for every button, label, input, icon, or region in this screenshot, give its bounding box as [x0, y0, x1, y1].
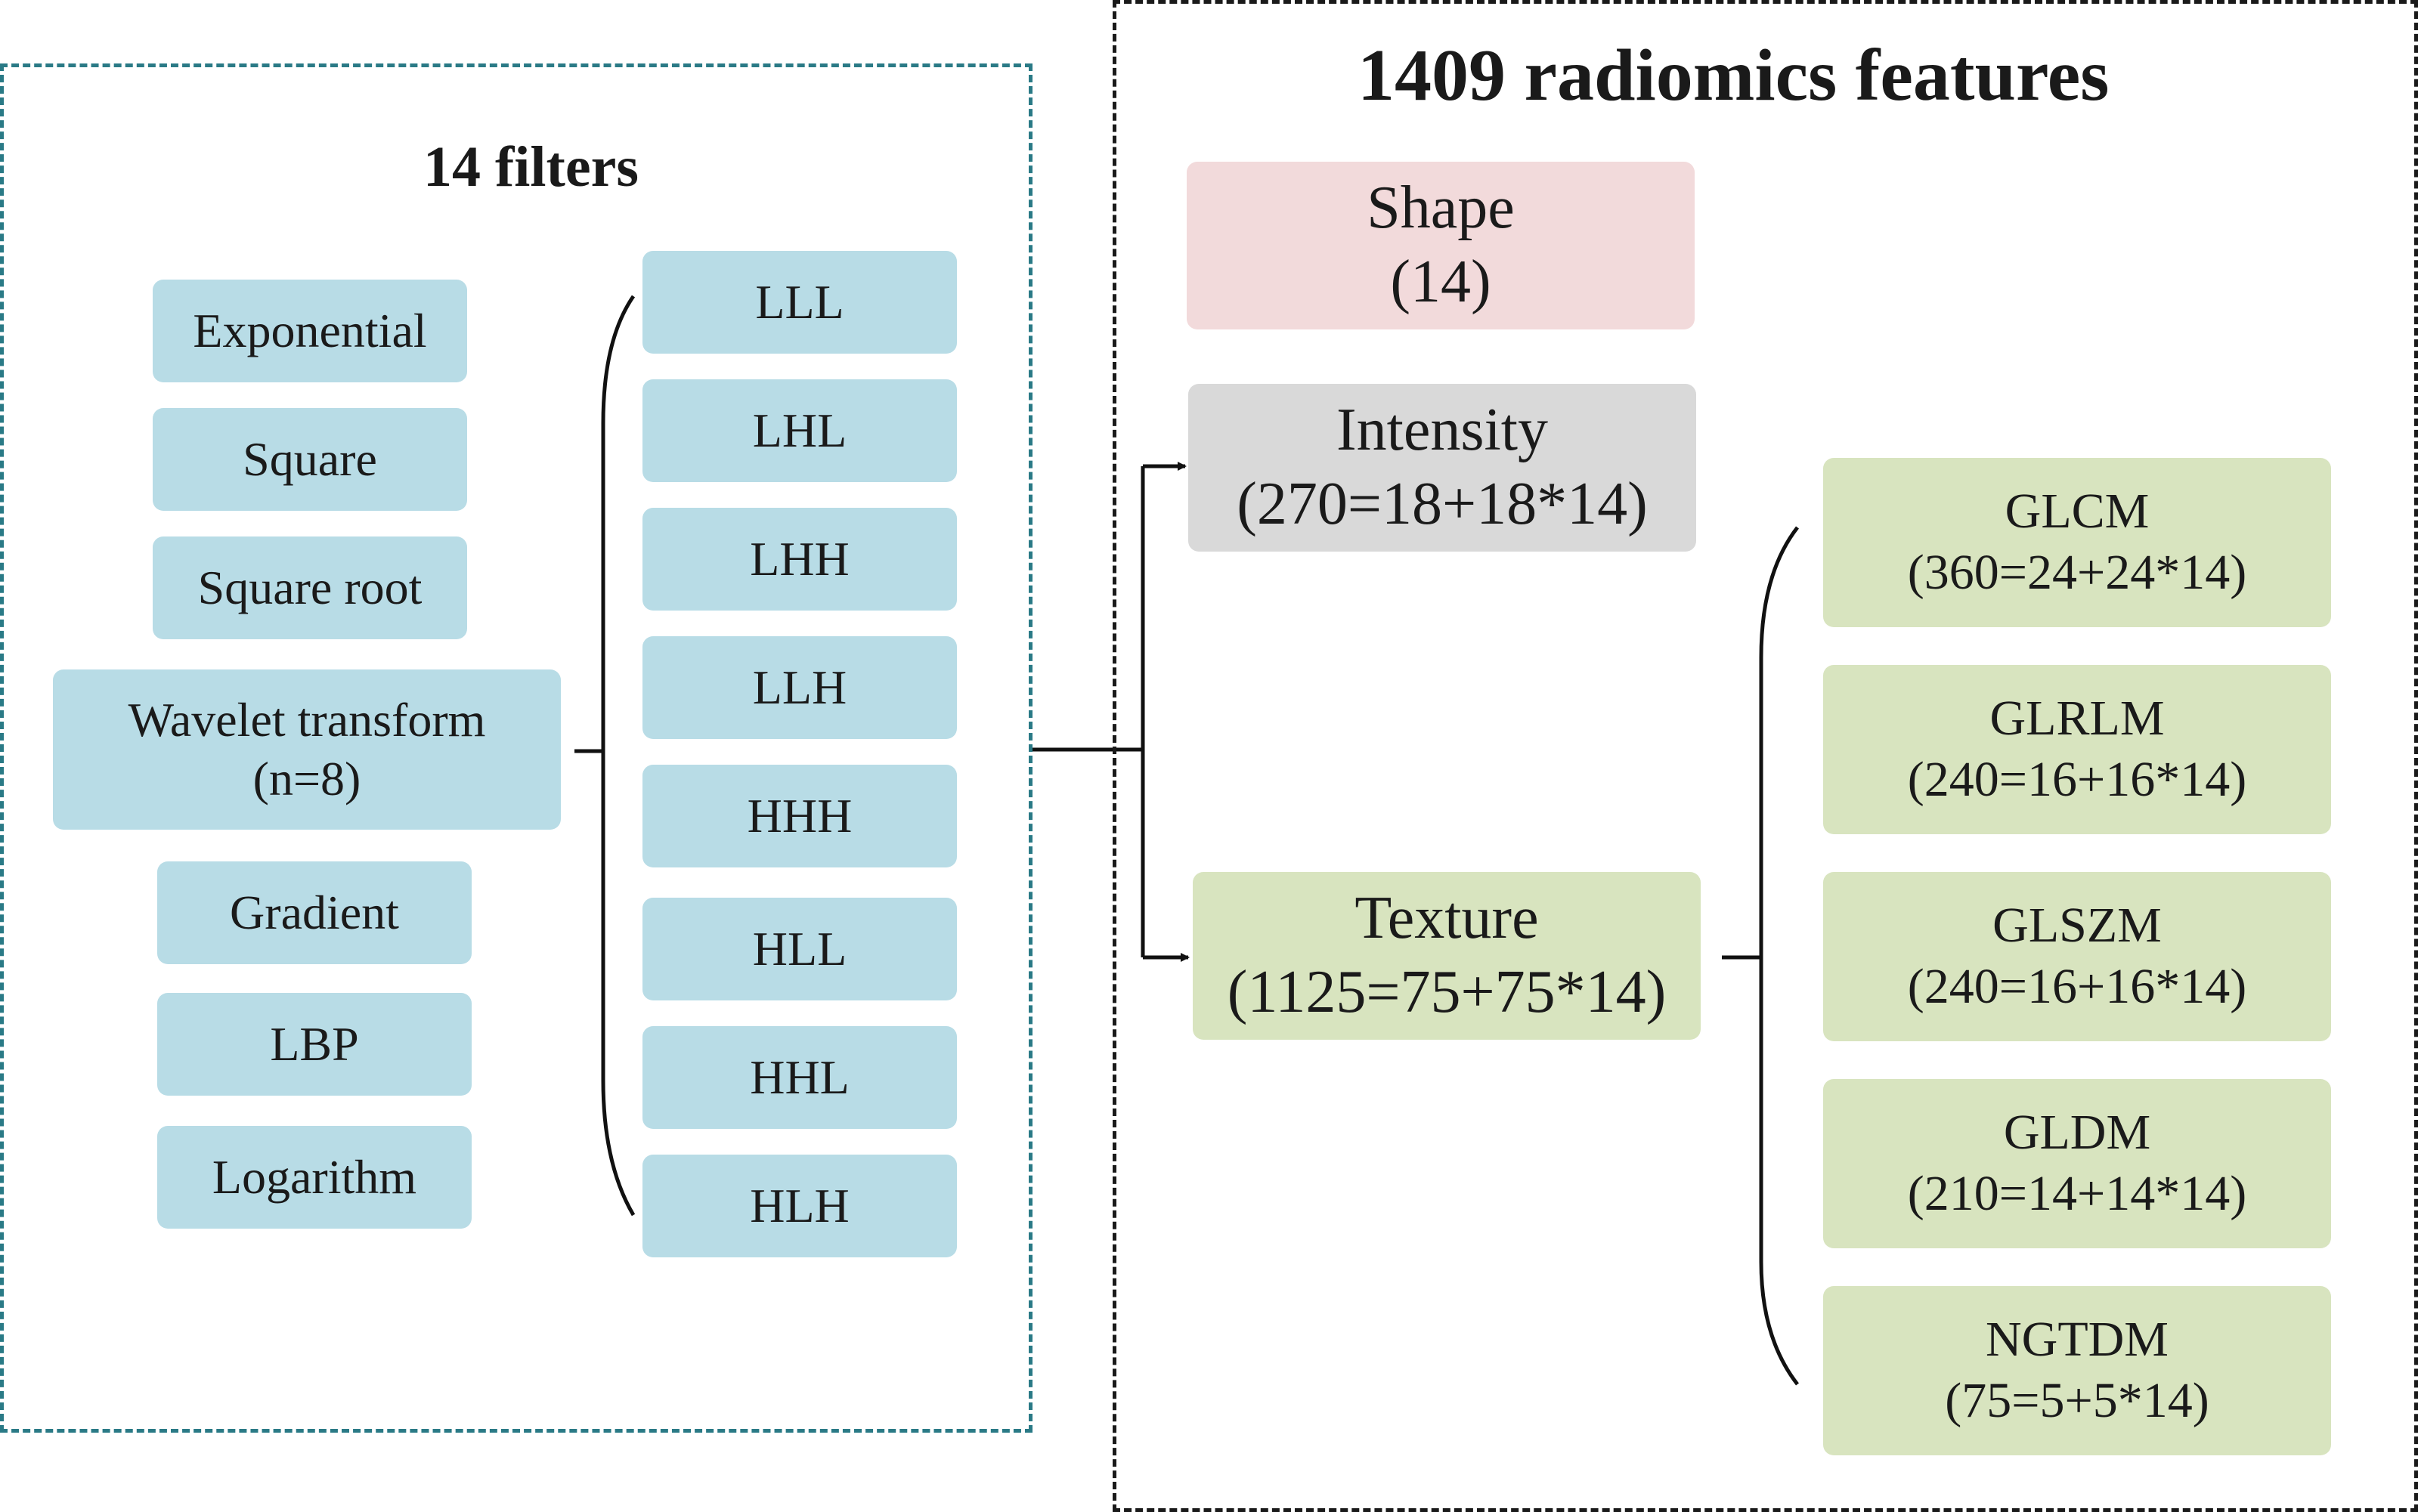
wavelet-name: Wavelet transform	[128, 692, 486, 747]
texture-class-glszm: GLSZM (240=16+16*14)	[1823, 872, 2331, 1041]
features-panel-title: 1409 radiomics features	[1358, 35, 2110, 116]
glcm-name: GLCM	[2005, 484, 2150, 540]
gldm-name: GLDM	[2003, 1105, 2151, 1161]
wavelet-band-hhl: HHL	[642, 1026, 957, 1129]
texture-brace	[1759, 526, 1799, 1386]
texture-class-glrlm: GLRLM (240=16+16*14)	[1823, 665, 2331, 834]
glcm-count: (360=24+24*14)	[1907, 545, 2247, 600]
wavelet-band-lhh: LHH	[642, 508, 957, 611]
shape-count: (14)	[1390, 249, 1491, 315]
category-intensity: Intensity (270=18+18*14)	[1188, 384, 1696, 552]
intensity-count: (270=18+18*14)	[1237, 471, 1648, 537]
filter-exponential: Exponential	[153, 280, 467, 382]
filter-lbp: LBP	[157, 993, 472, 1096]
filter-square: Square	[153, 408, 467, 511]
texture-count: (1125=75+75*14)	[1227, 959, 1667, 1025]
glszm-count: (240=16+16*14)	[1907, 959, 2247, 1014]
wavelet-band-lhl: LHL	[642, 379, 957, 482]
filter-logarithm: Logarithm	[157, 1126, 472, 1229]
category-texture: Texture (1125=75+75*14)	[1193, 872, 1701, 1040]
wavelet-band-hlh: HLH	[642, 1155, 957, 1257]
intensity-name: Intensity	[1336, 397, 1548, 464]
glszm-name: GLSZM	[1992, 898, 2162, 954]
wavelet-band-hll: HLL	[642, 898, 957, 1000]
glrlm-count: (240=16+16*14)	[1907, 752, 2247, 807]
ngtdm-count: (75=5+5*14)	[1945, 1373, 2209, 1428]
wavelet-band-lll: LLL	[642, 251, 957, 354]
filters-panel	[0, 63, 1033, 1433]
wavelet-band-llh: LLH	[642, 636, 957, 739]
texture-class-glcm: GLCM (360=24+24*14)	[1823, 458, 2331, 627]
gldm-count: (210=14+14*14)	[1907, 1166, 2247, 1221]
texture-name: Texture	[1355, 885, 1539, 952]
category-shape: Shape (14)	[1187, 162, 1695, 329]
filter-gradient: Gradient	[157, 861, 472, 964]
filters-panel-title: 14 filters	[423, 135, 639, 199]
texture-class-gldm: GLDM (210=14+14*14)	[1823, 1079, 2331, 1248]
features-panel	[1113, 0, 2418, 1512]
wavelet-brace	[601, 295, 636, 1217]
glrlm-name: GLRLM	[1989, 691, 2165, 747]
shape-name: Shape	[1367, 175, 1515, 242]
filter-wavelet-transform: Wavelet transform (n=8)	[53, 669, 561, 830]
ngtdm-name: NGTDM	[1986, 1312, 2169, 1368]
wavelet-band-hhh: HHH	[642, 765, 957, 867]
wavelet-param: (n=8)	[252, 752, 361, 805]
filter-square-root: Square root	[153, 536, 467, 639]
texture-class-ngtdm: NGTDM (75=5+5*14)	[1823, 1286, 2331, 1455]
